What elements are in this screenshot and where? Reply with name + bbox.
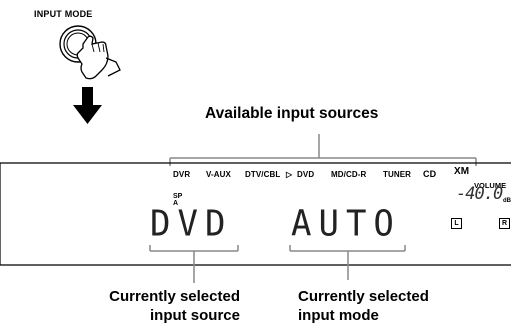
source-dvr: DVR <box>173 170 190 179</box>
mode-caption-line1: Currently selected <box>298 287 498 306</box>
left-channel-indicator: L <box>451 218 462 229</box>
input-mode-readout: AUTO <box>291 203 401 245</box>
right-channel-indicator: R <box>499 218 510 229</box>
source-tuner: TUNER <box>383 170 411 179</box>
source-md-cd-r: MD/CD-R <box>331 170 366 179</box>
hand-pressing-button-icon <box>60 26 120 79</box>
source-caption-line2: input source <box>40 306 240 325</box>
sp-indicator: SP <box>173 193 182 200</box>
volume-value: -40.0 <box>456 184 502 204</box>
mode-caption: Currently selected input mode <box>298 287 498 325</box>
source-cd: CD <box>423 169 436 179</box>
input-source-readout: DVD <box>150 203 232 245</box>
source-caption-line1: Currently selected <box>40 287 240 306</box>
source-xm: XM <box>454 166 469 177</box>
sources-bracket <box>170 134 476 166</box>
source-caption: Currently selected input source <box>40 287 240 325</box>
source-dtv-cbl: DTV/CBL <box>245 170 280 179</box>
volume-unit: dB <box>503 198 511 205</box>
source-bracket <box>150 245 238 283</box>
source-v-aux: V-AUX <box>206 170 231 179</box>
down-arrow-icon <box>73 87 102 124</box>
available-input-sources-caption: Available input sources <box>205 105 378 123</box>
source-dvd: DVD <box>297 170 314 179</box>
selected-source-marker: ▷ <box>286 170 292 179</box>
mode-caption-line2: input mode <box>298 306 498 325</box>
mode-bracket <box>290 245 405 280</box>
